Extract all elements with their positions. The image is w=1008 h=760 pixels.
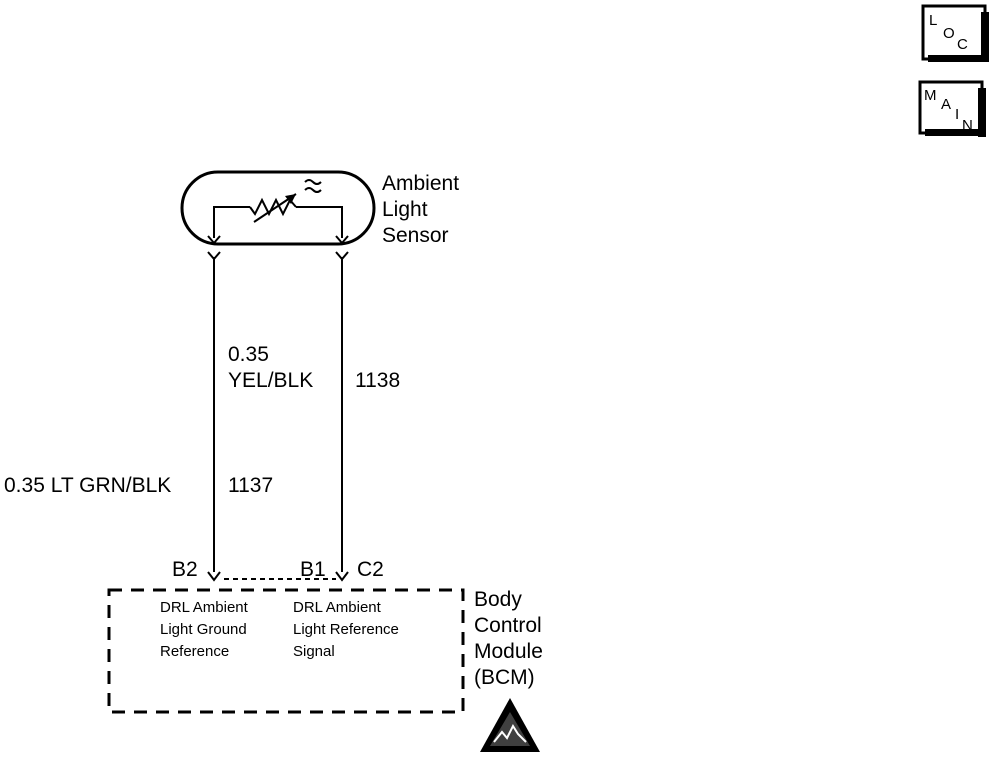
loc-letter-c: C [957, 36, 968, 53]
wire-1137-circuit: 1137 [228, 474, 273, 497]
main-letter-i: I [955, 106, 959, 123]
main-letter-m: M [924, 87, 937, 104]
wire-1138-gauge: 0.35 [228, 343, 269, 366]
wire-1137-gauge-color: 0.35 LT GRN/BLK [4, 474, 171, 497]
sensor-internal-left-wire [213, 206, 250, 238]
main-letter-n: N [962, 117, 973, 134]
esd-warning-icon [480, 698, 540, 752]
bcm-name: Body Control Module (BCM) [474, 588, 549, 689]
main-button[interactable]: M A I N [918, 80, 986, 137]
sensor-internal-right-wire [296, 206, 343, 238]
light-wave-icon-2 [304, 187, 322, 193]
sensor-outline [180, 170, 376, 246]
pin-b1-label: B1 [300, 558, 326, 581]
variable-arrow-head [285, 194, 296, 204]
loc-letter-o: O [943, 25, 955, 42]
sensor-terminal-left-chevron [207, 235, 221, 245]
main-letter-a: A [941, 96, 951, 113]
bcm-pin-b2-icon [207, 571, 221, 582]
loc-letter-l: L [929, 12, 937, 29]
bcm-outline [107, 588, 465, 714]
pin-b2-label: B2 [172, 558, 198, 581]
pin-c2-label: C2 [357, 558, 384, 581]
wire-1138-color: YEL/BLK [228, 369, 313, 392]
ambient-light-sensor [180, 170, 376, 246]
bcm-ground-ref-text: DRL Ambient Light Ground Reference [160, 599, 252, 660]
sensor-name: Ambient Light Sensor [382, 172, 465, 247]
bcm-ref-signal-text: DRL Ambient Light Reference Signal [293, 599, 403, 660]
wire-1138-circuit: 1138 [355, 369, 400, 392]
bcm-pin-c2-icon [335, 571, 349, 582]
photoresistor-icon [249, 197, 297, 217]
loc-button[interactable]: L O C [921, 4, 989, 62]
light-wave-icon-1 [304, 179, 322, 185]
sensor-terminal-right-chevron [335, 235, 349, 245]
